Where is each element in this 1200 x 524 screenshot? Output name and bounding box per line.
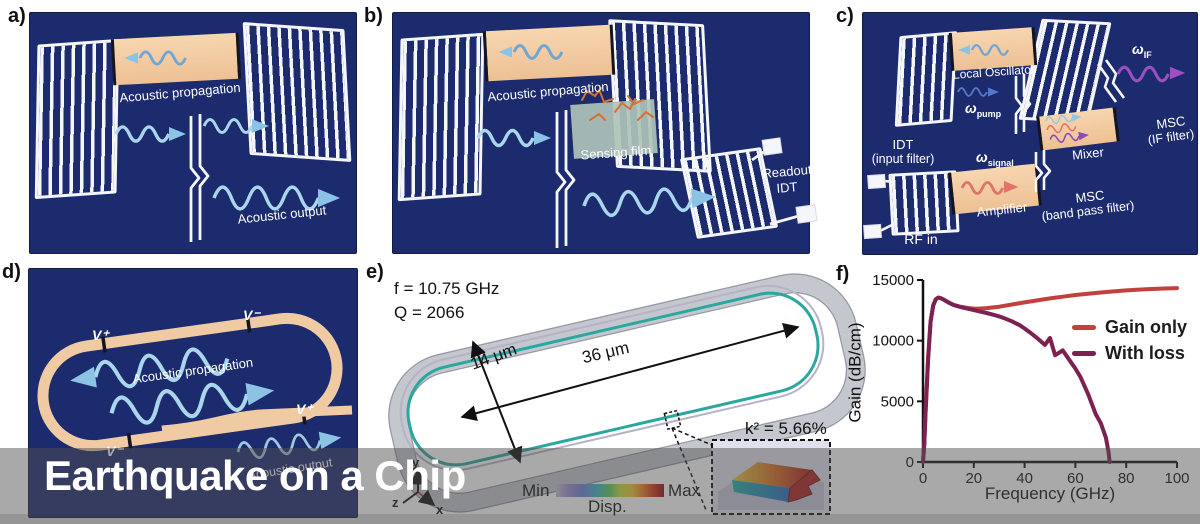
legend-label: Gain only [1105, 317, 1188, 337]
acoustic-propagation-region [110, 32, 242, 86]
legend-label: With loss [1105, 343, 1185, 363]
chart-legend: Gain only With loss [1072, 318, 1187, 370]
rf-in-label: RF in [904, 231, 938, 247]
omega-glyph: ω [965, 100, 977, 116]
x-tick-label: 60 [1067, 470, 1084, 487]
colorbar-min-label: Min [522, 481, 550, 500]
v-plus-electrode-label: V⁺ [92, 327, 109, 343]
series-gain-only [921, 286, 1179, 464]
if-subscript: IF [1143, 49, 1152, 60]
panel-d-label: d) [2, 261, 21, 283]
axis-y-label: y [412, 455, 420, 470]
displacement-colorbar [556, 484, 664, 497]
legend-swatch [1072, 324, 1096, 330]
colorbar-disp-label: Disp. [588, 497, 627, 516]
x-tick-label: 80 [1118, 470, 1135, 487]
panel-e-label: e) [366, 261, 384, 283]
chart-series [921, 286, 1179, 464]
chart-xlabel: Frequency (GHz) [984, 484, 1116, 503]
idt-comb [397, 32, 485, 202]
resonance-frequency-label: f = 10.75 GHz [394, 279, 500, 298]
acoustic-propagation-region [482, 24, 616, 82]
omega-glyph: ω [1132, 41, 1144, 57]
x-tick-label: 0 [919, 470, 927, 487]
idt-comb [242, 22, 352, 162]
idt-input-filter-label: (input filter) [871, 152, 935, 166]
quality-factor-label: Q = 2066 [394, 303, 465, 322]
y-tick-label: 0 [906, 454, 914, 471]
x-tick-label: 20 [965, 470, 982, 487]
v-plus-electrode-label: V⁺ [296, 401, 313, 417]
panel-a-label: a) [8, 5, 26, 27]
series-with-loss [921, 295, 1112, 464]
headline-overlay-bar [0, 448, 1200, 524]
coupling-coefficient-label: k² = 5.66% [745, 419, 827, 438]
omega-if-label: ωIF [1132, 42, 1152, 60]
omega-signal-label: ωsignal [976, 150, 1014, 168]
omega-pump-label: ωpump [965, 101, 1001, 119]
panel-b-label: b) [364, 5, 383, 27]
x-tick-label: 40 [1016, 470, 1033, 487]
pump-subscript: pump [976, 108, 1002, 119]
y-tick-label: 15000 [872, 272, 914, 289]
chart-ylabel: Gain (dB/cm) [845, 322, 865, 423]
y-tick-label: 10000 [872, 333, 914, 350]
x-tick-label: 100 [1164, 470, 1189, 487]
idt-comb [34, 38, 120, 200]
headline-overlay-bottom-strip [0, 514, 1200, 524]
signal-subscript: signal [987, 157, 1014, 168]
panel-c-label: c) [836, 5, 854, 27]
headline-title: Earthquake on a Chip [44, 452, 466, 499]
y-tick-label: 5000 [881, 393, 914, 410]
idt-input-filter-label: IDT [892, 137, 914, 152]
legend-item: With loss [1072, 344, 1187, 362]
legend-item: Gain only [1072, 318, 1187, 336]
chart-ticks: 0 20 40 60 80 100 0 5000 10000 15000 [872, 272, 1189, 487]
legend-swatch [1072, 350, 1096, 356]
panel-f-label: f) [836, 263, 850, 285]
omega-glyph: ω [976, 149, 988, 165]
axis-x-label: x [436, 502, 444, 517]
axis-z-label: z [392, 495, 399, 510]
gain-frequency-chart: 0 20 40 60 80 100 0 5000 10000 15000 [872, 272, 1189, 487]
v-minus-electrode-label: V⁻ [243, 307, 260, 323]
